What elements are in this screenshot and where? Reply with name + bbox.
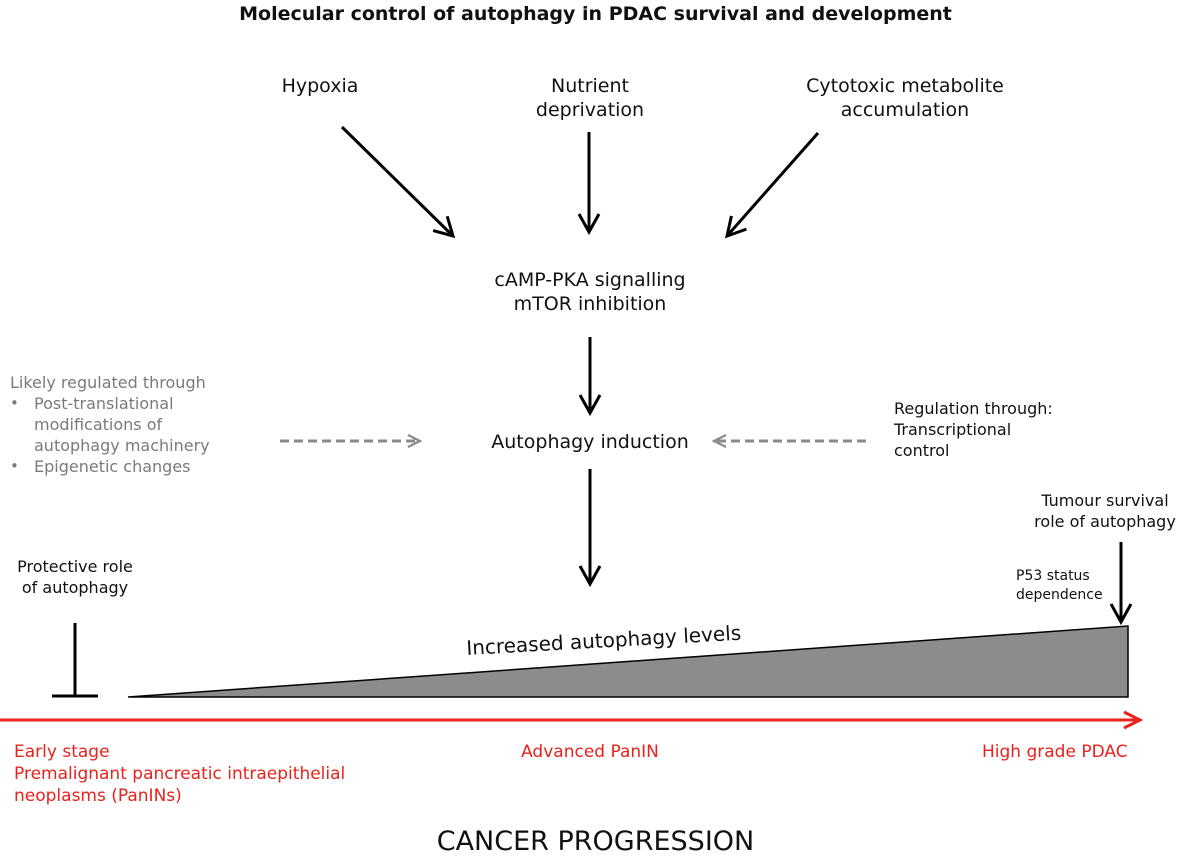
- p53-label: P53 status dependence: [1016, 568, 1103, 603]
- protective-role-label: Protective role of autophagy: [17, 557, 133, 597]
- stage-advanced: Advanced PanIN: [521, 742, 659, 762]
- stressor-cytotoxic-accumulation: Cytotoxic metabolite accumulation: [806, 75, 1004, 121]
- diagram-title: Molecular control of autophagy in PDAC s…: [239, 3, 952, 25]
- tumour-survival-label: Tumour survival role of autophagy: [1034, 491, 1176, 531]
- cancer-progression-label: CANCER PROGRESSION: [436, 826, 755, 857]
- stage-high-grade: High grade PDAC: [982, 742, 1128, 762]
- signalling-node: cAMP-PKA signalling mTOR inhibition: [494, 269, 686, 315]
- arrow-hypoxia-to-signalling: [340, 125, 456, 239]
- stressor-nutrient-deprivation: Nutrient deprivation: [535, 75, 645, 121]
- right-regulation-text: Regulation through: Transcriptional cont…: [894, 399, 1053, 460]
- autophagy-level-triangle: [127, 625, 1129, 698]
- left-regulation-bullet-1: Post-translational modifications of auto…: [10, 393, 210, 456]
- stage-early: Early stage Premalignant pancreatic intr…: [14, 742, 346, 806]
- left-regulation-text: Likely regulated through Post-translatio…: [10, 372, 210, 477]
- arrow-cytotoxic-to-signalling: [724, 132, 820, 239]
- stressor-hypoxia: Hypoxia: [281, 75, 359, 97]
- left-regulation-bullet-2: Epigenetic changes: [10, 456, 210, 477]
- left-regulation-heading: Likely regulated through: [10, 373, 206, 392]
- autophagy-induction-node: Autophagy induction: [491, 431, 689, 453]
